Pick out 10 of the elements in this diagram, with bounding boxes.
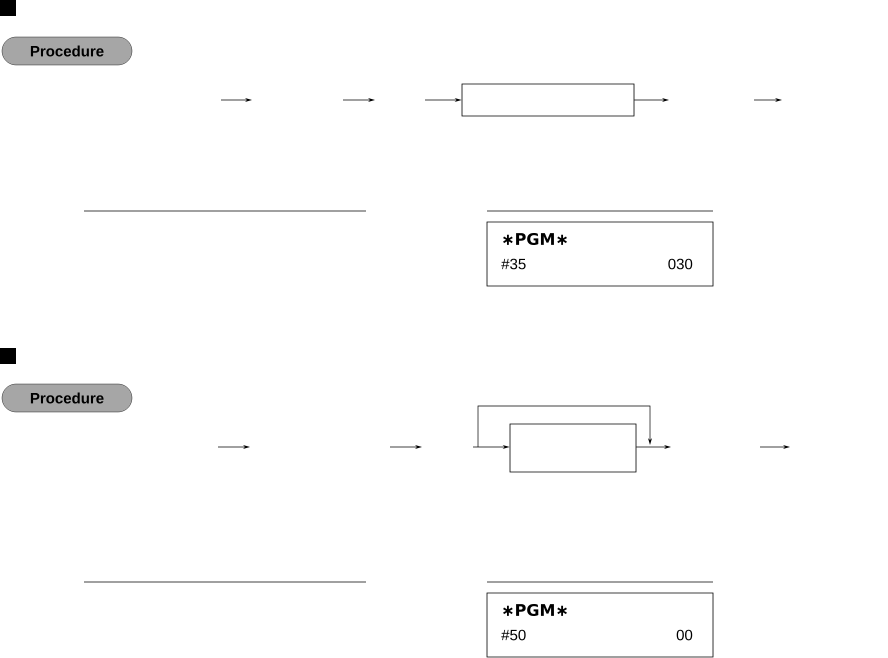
key-box (462, 84, 634, 116)
display-text: ∗PGM∗ (503, 232, 567, 246)
display-text: ∗PGM∗ (503, 604, 567, 616)
procedure-badge: Procedure (2, 384, 132, 412)
display-text: 00 (676, 630, 692, 640)
display-text: 030 (668, 258, 692, 270)
display-text: #50 (501, 630, 526, 640)
display-text: #35 (501, 258, 526, 270)
procedure-badge: Procedure (2, 36, 132, 66)
key-box (510, 424, 636, 472)
